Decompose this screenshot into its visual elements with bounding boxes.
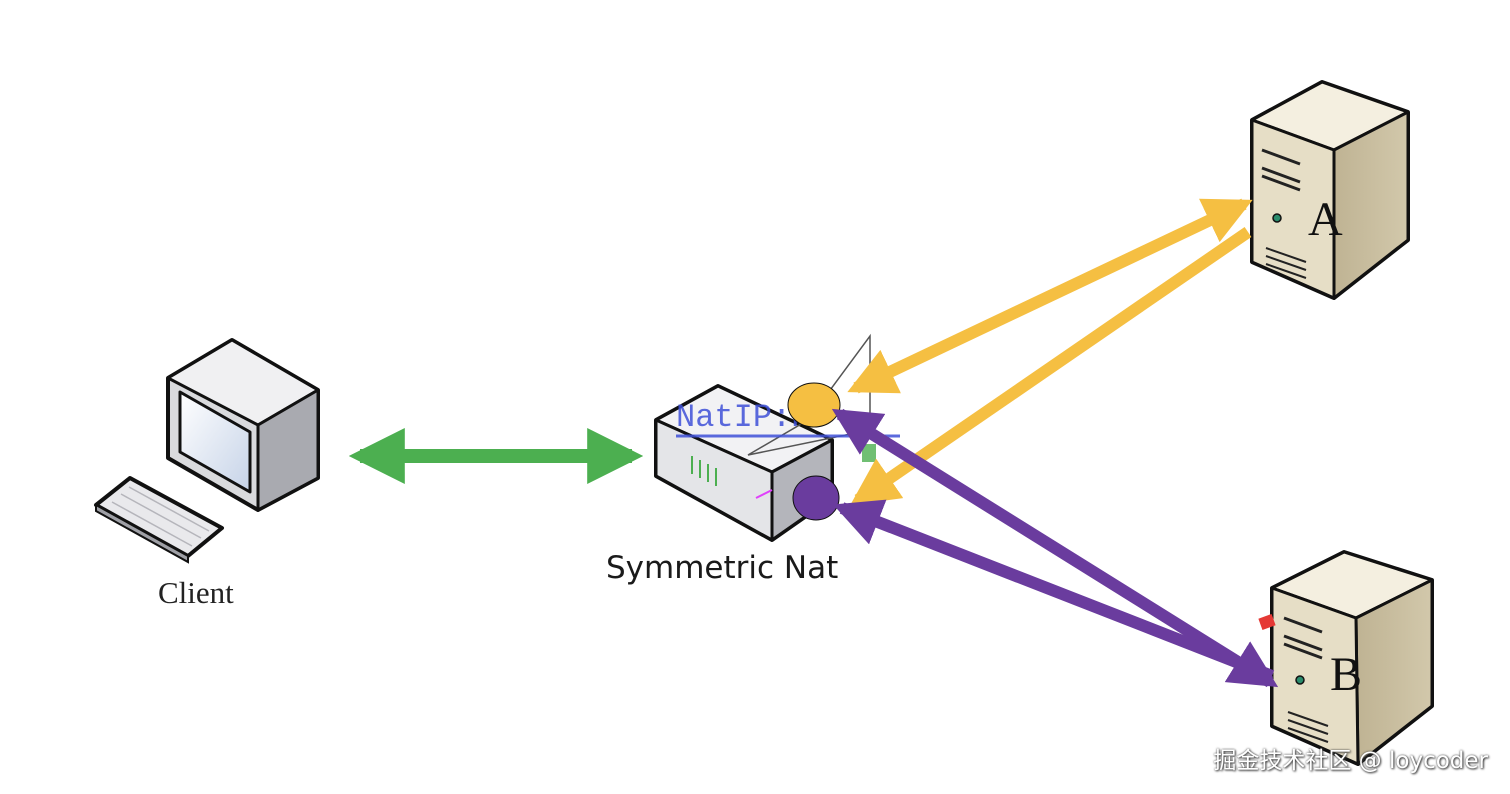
nat-label: Symmetric Nat bbox=[606, 550, 839, 586]
port-a-server-a-link bbox=[847, 198, 1253, 394]
client-label: Client bbox=[158, 575, 234, 610]
watermark: 掘金技术社区 @ loycoder bbox=[1213, 748, 1488, 774]
port-b-dot bbox=[792, 475, 840, 521]
port-a-dot bbox=[787, 382, 841, 428]
port-b-server-b-link bbox=[833, 499, 1275, 682]
server-a-icon: A bbox=[1250, 80, 1410, 300]
server-b-icon: B bbox=[1258, 550, 1434, 766]
server-b-label: B bbox=[1330, 648, 1362, 701]
server-a-label: A bbox=[1308, 193, 1343, 246]
port-a-server-b-link bbox=[831, 408, 1279, 688]
client-computer-icon bbox=[94, 338, 320, 564]
